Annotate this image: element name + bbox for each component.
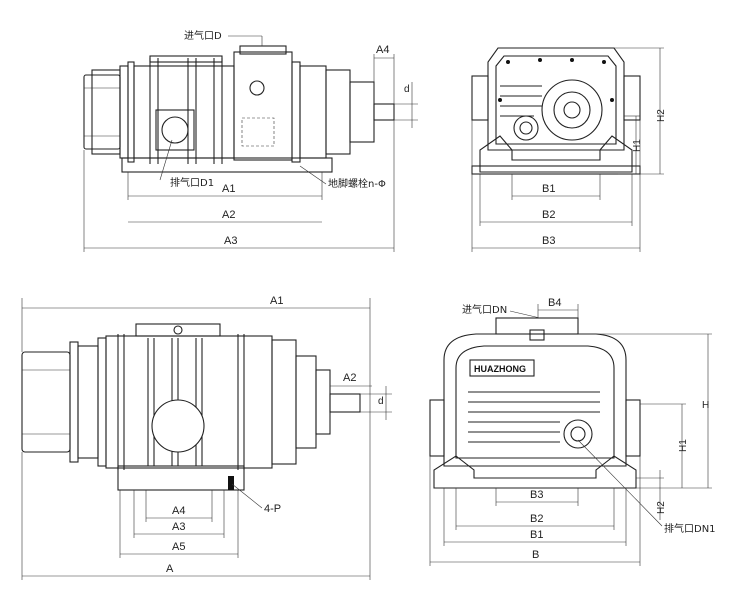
br-h2-label: H2 [656,501,667,514]
br-b3-label: B3 [530,489,543,501]
b2-label: B2 [542,209,555,221]
br-b1-label: B1 [530,529,543,541]
bottom-left-side-view: A1 A2 d 4-P A4 A3 A5 A [21,295,392,580]
bl-d-label: d [378,396,384,407]
bl-a2-label: A2 [343,372,356,384]
h2-label: H2 [656,109,667,122]
bottom-right-end-view: HUAZHONG 进气口DN B4 H H1 H2 [429,297,716,566]
top-left-side-view: 进气口D 排气口D1 地脚螺栓n-Φ A4 d A1 A2 A3 [83,29,418,252]
top-right-end-view: H1 H2 B1 B2 B3 [471,47,667,252]
b4-label: B4 [548,297,561,309]
b1-label: B1 [542,183,555,195]
outlet-d1-label: 排气口D1 [170,176,214,189]
a3-label: A3 [224,235,237,247]
anchor-bolt-label: 地脚螺栓n-Φ [328,177,386,190]
outlet-dn1-label: 排气口DN1 [664,522,716,535]
h1-label: H1 [632,139,643,152]
bl-a4-label: A4 [172,505,185,517]
a2-label: A2 [222,209,235,221]
bl-a-label: A [166,563,174,575]
bl-a5-label: A5 [172,541,185,553]
br-b-label: B [532,549,539,561]
a4-label: A4 [376,44,389,56]
inlet-d-label: 进气口D [184,29,222,42]
h-label: H [702,400,709,411]
br-h1-label: H1 [678,439,689,452]
inlet-dn-label: 进气口DN [462,303,507,316]
bolts-4p-label: 4-P [264,503,281,515]
b3-label: B3 [542,235,555,247]
a1-label: A1 [222,183,235,195]
bl-a3-label: A3 [172,521,185,533]
br-b2-label: B2 [530,513,543,525]
brand-plate-text: HUAZHONG [474,364,526,374]
d-label: d [404,84,410,95]
bl-a1-label: A1 [270,295,283,307]
